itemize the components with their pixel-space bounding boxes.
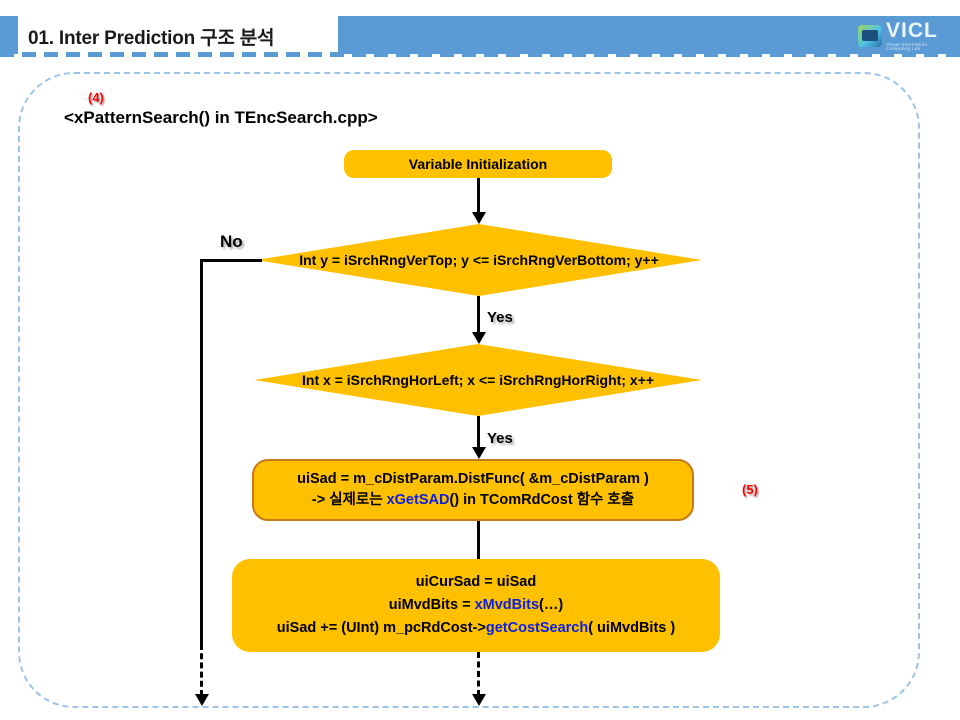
flow-node-loop-x[interactable]: Int x = iSrchRngHorLeft; x <= iSrchRngHo… [254, 344, 702, 416]
flow-node-loop-x-label: Int x = iSrchRngHorLeft; x <= iSrchRngHo… [302, 372, 654, 388]
connector-cost-to-bottom-arrowhead [471, 694, 486, 706]
header-left-accent [0, 16, 18, 54]
vicl-logo-icon [858, 24, 882, 47]
vicl-logo-tagline: Visual Information Computing Lab [886, 41, 928, 51]
connector-no-branch-vertical [200, 258, 203, 645]
step-annotation-4: (4) [88, 90, 104, 105]
flow-node-cost-update-getcostsearch: getCostSearch [485, 620, 589, 637]
header-dashed-divider [0, 52, 960, 57]
flow-node-cost-update-line3: uiSad += (UInt) m_pcRdCost->getCostSearc… [277, 617, 675, 640]
flow-node-variable-initialization[interactable]: Variable Initialization [344, 150, 612, 178]
flow-node-cost-update-line1: uiCurSad = uiSad [415, 573, 537, 590]
flow-node-loop-y[interactable]: Int y = iSrchRngVerTop; y <= iSrchRngVer… [256, 224, 702, 296]
vicl-logo-wordmark: VICL [886, 18, 938, 42]
flow-node-cost-update[interactable]: uiCurSad = uiSad uiMvdBits = xMvdBits(…)… [232, 559, 720, 652]
connector-loop-y-to-loop-x [477, 296, 480, 332]
flow-subtitle: <xPatternSearch() in TEncSearch.cpp> [64, 108, 378, 127]
flow-node-cost-update-line2-prefix: uiMvdBits = [388, 596, 475, 613]
header-title-plate [18, 16, 338, 54]
flow-node-dist-func-line2: -> 실제로는 xGetSAD() in TComRdCost 함수 호출 [312, 490, 634, 511]
flow-node-loop-y-label: Int y = iSrchRngVerTop; y <= iSrchRngVer… [299, 252, 659, 268]
flow-node-dist-func-line2-suffix: () in TComRdCost 함수 호출 [449, 492, 635, 508]
flow-node-cost-update-line3-prefix: uiSad += (UInt) m_pcRdCost-> [276, 620, 486, 637]
flow-node-dist-func[interactable]: uiSad = m_cDistParam.DistFunc( &m_cDistP… [252, 459, 694, 521]
step-annotation-5: (5) [742, 482, 758, 497]
connector-init-to-loop-y [477, 178, 480, 214]
connector-loop-y-to-loop-x-arrowhead [471, 332, 486, 344]
branch-label-yes-2: Yes [487, 430, 513, 447]
connector-cost-to-bottom-dashed [477, 652, 480, 696]
connector-no-branch-horizontal [200, 258, 262, 262]
flow-node-dist-func-xgetsad: xGetSAD [386, 492, 450, 508]
branch-label-yes-1: Yes [487, 309, 513, 326]
connector-init-to-loop-y-arrowhead [471, 212, 486, 224]
flow-node-cost-update-xmvdbits: xMvdBits [474, 596, 540, 613]
flow-node-variable-initialization-label: Variable Initialization [408, 156, 548, 172]
flow-node-cost-update-line2-suffix: (…) [539, 596, 564, 613]
flow-node-cost-update-line3-suffix: ( uiMvdBits ) [588, 620, 676, 637]
flow-node-dist-func-line2-prefix: -> 실제로는 [311, 492, 387, 508]
connector-sad-to-cost [477, 521, 480, 559]
flow-node-cost-update-line2: uiMvdBits = xMvdBits(…) [389, 594, 563, 617]
connector-loop-x-to-sad-arrowhead [471, 447, 486, 459]
connector-no-branch-arrowhead [194, 694, 209, 706]
flow-node-dist-func-line1: uiSad = m_cDistParam.DistFunc( &m_cDistP… [297, 470, 649, 487]
connector-loop-x-to-sad [477, 416, 480, 447]
branch-label-no: No [220, 232, 243, 251]
page-title: 01. Inter Prediction 구조 분석 [28, 27, 275, 49]
content-panel [18, 72, 920, 708]
vicl-logo: VICL Visual Information Computing Lab [856, 17, 952, 54]
connector-no-branch-dashed [200, 644, 203, 696]
